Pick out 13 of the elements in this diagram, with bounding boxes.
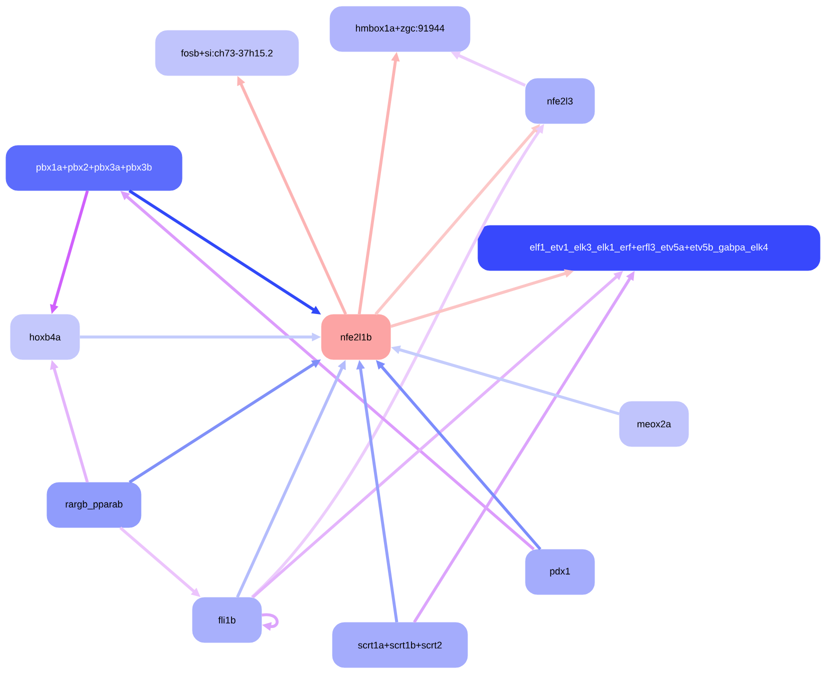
gene-box: scrt1a+scrt1b+scrt2	[332, 622, 468, 668]
gene-box: nfe2l3	[525, 78, 595, 124]
gene-box: nfe2l1b	[321, 314, 391, 360]
gene-box: hmbox1a+zgc:91944	[330, 6, 470, 52]
gene-box: rargb_pparab	[46, 482, 142, 528]
gene-box: fosb+si:ch73-37h15.2	[155, 30, 299, 76]
gene-box: fli1b	[192, 597, 262, 643]
gene-box: hoxb4a	[10, 314, 80, 360]
gene-box: meox2a	[619, 401, 689, 447]
gene-box: elf1_etv1_elk3_elk1_erf+erfl3_etv5a+etv5b_gabpa_elk4	[478, 225, 820, 271]
arrow	[262, 613, 279, 631]
gene-box: pbx1a+pbx2+pbx3a+pbx3b	[6, 145, 182, 191]
gene-box: pdx1	[525, 549, 595, 595]
